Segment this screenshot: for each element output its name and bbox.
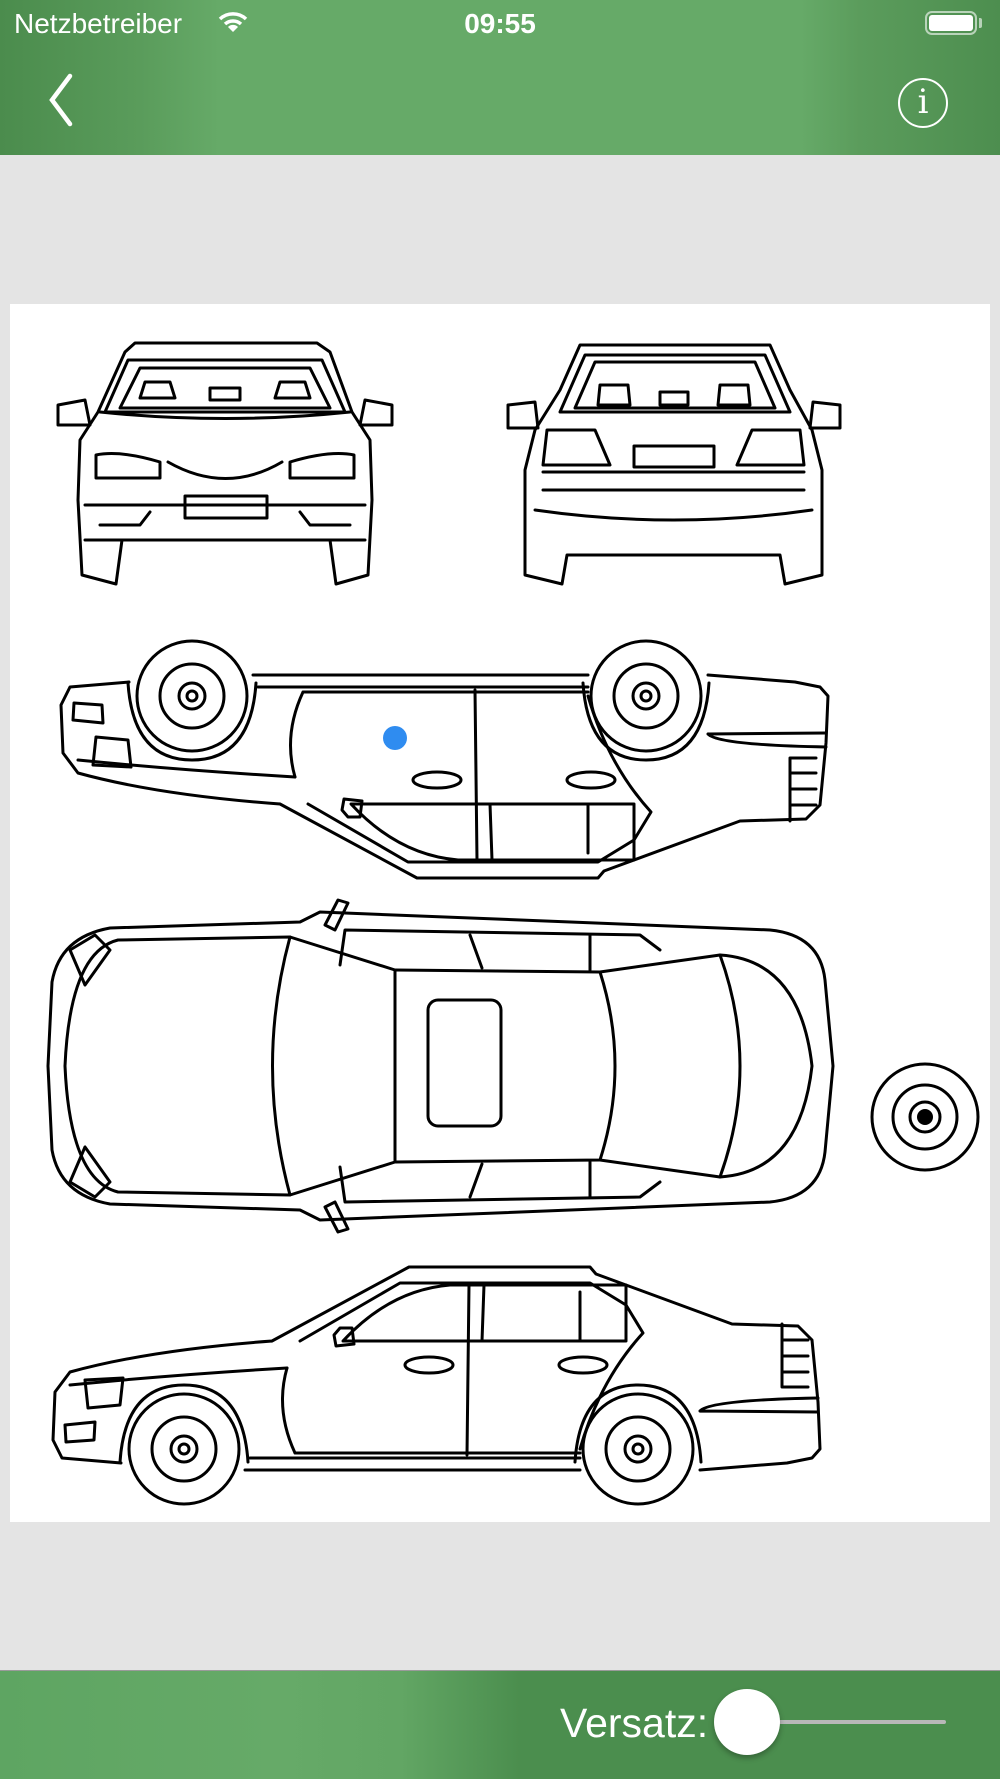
info-button[interactable]: i bbox=[898, 78, 948, 128]
chevron-left-icon bbox=[49, 73, 73, 127]
battery-nub bbox=[979, 18, 982, 28]
battery-full-icon bbox=[925, 11, 977, 35]
car-side-view-flipped[interactable] bbox=[59, 639, 830, 880]
bottom-toolbar bbox=[0, 1670, 1000, 1779]
damage-marker[interactable] bbox=[383, 726, 407, 750]
info-icon: i bbox=[917, 82, 929, 122]
offset-label: Versatz: bbox=[560, 1700, 709, 1746]
clock: 09:55 bbox=[464, 8, 536, 39]
car-front-view[interactable] bbox=[56, 341, 394, 586]
car-top-view[interactable] bbox=[46, 898, 835, 1234]
top-bar: Netzbetreiber 09:55 i bbox=[0, 0, 1000, 155]
back-button[interactable] bbox=[40, 70, 90, 130]
spare-wheel[interactable] bbox=[870, 1062, 980, 1172]
carrier-name: Netzbetreiber bbox=[14, 8, 183, 39]
offset-slider-thumb[interactable] bbox=[714, 1689, 780, 1755]
car-rear-view[interactable] bbox=[506, 343, 842, 586]
damage-diagram-panel[interactable] bbox=[10, 304, 990, 1522]
wifi-icon bbox=[218, 12, 248, 32]
car-side-view[interactable] bbox=[51, 1265, 822, 1506]
offset-slider-track[interactable] bbox=[750, 1720, 946, 1724]
